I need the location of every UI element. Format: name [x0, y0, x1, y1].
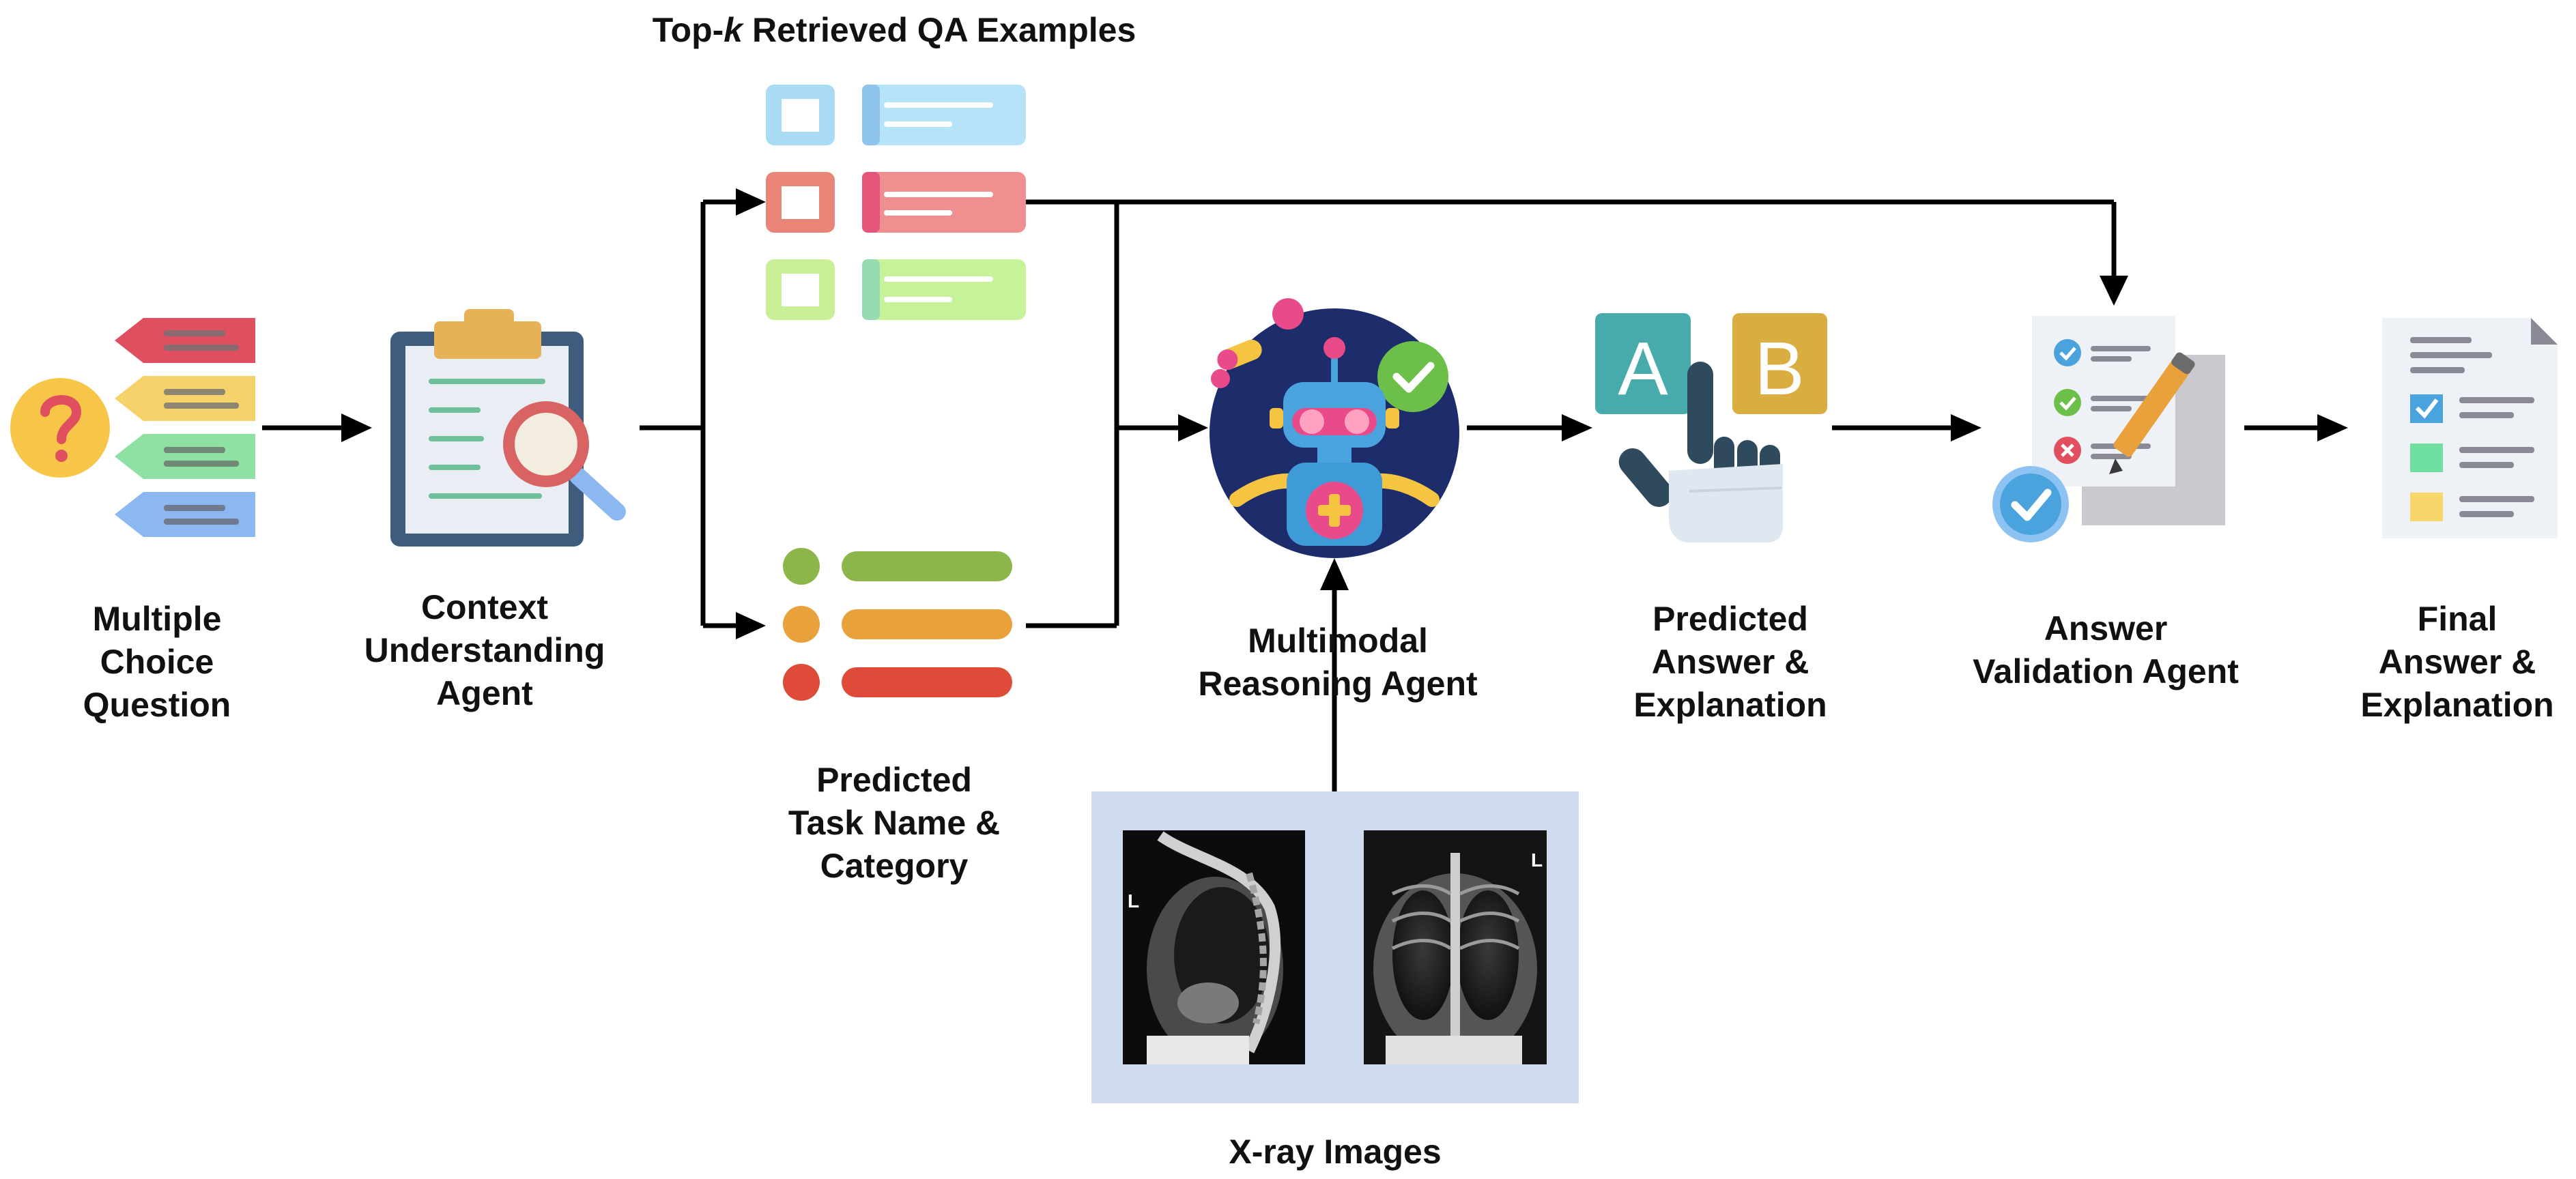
label-task-line-2: Task Name & [788, 804, 1001, 842]
edge-xray-to-reasoning [1320, 558, 1349, 791]
qa-example-card-blue [766, 85, 1026, 145]
hand-choosing-ab-icon: A B [1595, 313, 1827, 542]
label-mcq-line-2: Choice [100, 643, 214, 681]
choice-letter-b: B [1754, 327, 1804, 411]
xray-frontal [1364, 830, 1547, 1064]
label-reasoning-agent-line-2: Reasoning Agent [1198, 665, 1478, 703]
final-document-icon [2382, 318, 2558, 538]
label-retrieved-k: k [724, 11, 743, 49]
label-validation-agent: Answer Validation Agent [1932, 607, 2280, 693]
label-retrieved-suffix: Retrieved QA Examples [743, 11, 1136, 49]
mcq-option-red [115, 318, 255, 363]
label-task-line-3: Category [820, 847, 969, 885]
edge-context-to-branches [640, 188, 766, 639]
label-predicted-answer-line-3: Explanation [1633, 686, 1827, 724]
label-context-agent: Context Understanding Agent [341, 586, 628, 715]
label-task-line-1: Predicted [816, 761, 972, 799]
mcq-option-green [115, 434, 255, 479]
edge-validation-to-final [2244, 414, 2348, 441]
mcq-option-blue [115, 492, 255, 537]
mcq-option-yellow [115, 376, 255, 421]
pill-icon [1217, 339, 1262, 370]
label-predicted-answer-line-2: Answer & [1651, 643, 1809, 681]
label-reasoning-agent: Multimodal Reasoning Agent [1160, 620, 1515, 705]
label-final-answer-line-2: Answer & [2378, 643, 2536, 681]
xray-images-icon: L L [1091, 791, 1579, 1103]
label-mcq: Multiple Choice Question [14, 598, 300, 727]
label-xray-images: X-ray Images [1229, 1133, 1442, 1171]
qa-example-card-red [766, 172, 1026, 233]
label-retrieved-examples: Top-k Retrieved QA Examples [601, 9, 1188, 52]
label-retrieved-prefix: Top- [652, 11, 724, 49]
xray-lateral [1123, 830, 1305, 1064]
edges [262, 188, 2348, 791]
xray-marker-right: L [1531, 849, 1543, 871]
label-final-answer-line-3: Explanation [2360, 686, 2554, 724]
question-mark-badge [10, 378, 110, 478]
choice-letter-a: A [1618, 327, 1668, 411]
qa-example-cards-icon [766, 85, 1026, 320]
label-final-answer: Final Answer & Explanation [2341, 598, 2573, 727]
label-context-agent-line-2: Understanding [364, 631, 605, 669]
clipboard-magnifier-icon [390, 309, 626, 547]
label-final-answer-line-1: Final [2417, 600, 2498, 638]
edge-predicted-to-validation [1832, 414, 1981, 441]
xray-marker-left: L [1128, 890, 1139, 912]
qa-example-card-green [766, 259, 1026, 320]
label-validation-agent-line-1: Answer [2044, 609, 2168, 647]
label-context-agent-line-1: Context [420, 588, 549, 626]
task-category-list-icon [783, 548, 1012, 701]
label-reasoning-agent-line-1: Multimodal [1248, 622, 1428, 660]
label-context-agent-line-3: Agent [436, 674, 533, 712]
edge-examples-to-validation [2100, 202, 2128, 306]
edge-examples-and-task-to-reasoning [1026, 199, 2114, 628]
edge-reasoning-to-predicted [1467, 414, 1592, 441]
multiple-choice-question-icon [10, 318, 255, 537]
label-predicted-answer: Predicted Answer & Explanation [1587, 598, 1874, 727]
label-predicted-answer-line-1: Predicted [1652, 600, 1808, 638]
label-mcq-line-3: Question [83, 686, 231, 724]
checklist-pencil-icon [1992, 316, 2225, 542]
label-mcq-line-1: Multiple [92, 600, 222, 638]
label-validation-agent-line-2: Validation Agent [1973, 652, 2239, 690]
edge-mcq-to-context-agent [262, 413, 372, 442]
label-task: Predicted Task Name & Category [751, 759, 1037, 888]
robot-icon [1210, 298, 1459, 558]
